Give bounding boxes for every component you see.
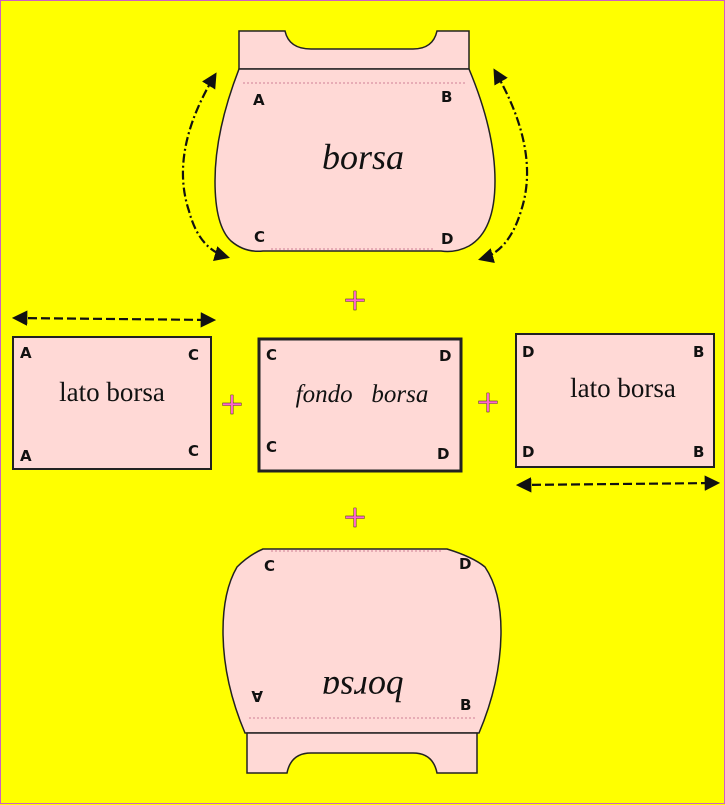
bottom-piece-label: borsa (322, 669, 404, 709)
bottom-panel-label: fondo borsa (296, 381, 429, 408)
corner-label: A (20, 344, 32, 362)
corner-label: A (253, 91, 265, 109)
plus-sign: + (219, 387, 244, 422)
left-side-panel: A C A C lato borsa (12, 336, 212, 470)
corner-label: D (522, 343, 534, 361)
corner-label: C (188, 442, 199, 460)
bottom-panel: C D C D fondo borsa (257, 337, 463, 473)
right-side-panel: D B D B lato borsa (515, 333, 715, 468)
top-piece-label: borsa (322, 137, 404, 177)
top-handle-flap (238, 30, 470, 70)
corner-label: B (441, 88, 452, 106)
bottom-handle-flap (246, 732, 478, 774)
right-side-label: lato borsa (570, 373, 676, 403)
corner-label: A (251, 687, 263, 705)
corner-label: C (188, 346, 199, 364)
corner-label: B (693, 443, 704, 461)
corner-label: D (437, 445, 449, 463)
corner-label: A (20, 447, 32, 465)
curved-arrow-left (181, 72, 230, 262)
corner-label: B (693, 343, 704, 361)
bottom-bag-piece: C D A B borsa (222, 548, 502, 774)
plus-sign: + (342, 500, 367, 535)
plus-sign: + (342, 283, 367, 318)
corner-label: D (522, 443, 534, 461)
corner-label: B (460, 696, 471, 714)
corner-label: D (439, 347, 451, 365)
plus-sign: + (475, 385, 500, 420)
corner-label: C (266, 346, 277, 364)
bottom-bag-body (222, 548, 502, 734)
corner-label: C (254, 228, 265, 246)
corner-label: C (266, 438, 277, 456)
left-side-label: lato borsa (59, 377, 165, 407)
curved-arrow-right (478, 68, 529, 264)
top-bag-piece: A B C D borsa (214, 30, 496, 253)
corner-label: D (441, 230, 453, 248)
corner-label: D (459, 555, 471, 573)
horizontal-arrow-left (11, 310, 217, 328)
corner-label: C (264, 557, 275, 575)
horizontal-arrow-right (515, 475, 721, 493)
